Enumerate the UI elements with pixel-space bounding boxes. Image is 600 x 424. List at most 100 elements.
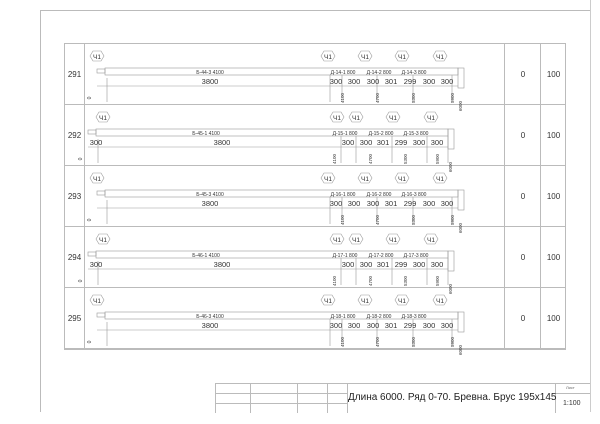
part-label: Д-16-3 800	[402, 192, 427, 198]
hex-marker-icon: Ч1	[320, 50, 336, 62]
dimension-lead: 300	[90, 138, 103, 147]
station-label: 4700	[375, 336, 380, 347]
station-zero: 0	[87, 340, 93, 343]
dimension-segment: 301	[377, 260, 390, 269]
hex-marker-icon: Ч1	[385, 111, 401, 123]
marker-label: Ч1	[361, 298, 369, 305]
part-label: Д-14-3 800	[402, 70, 427, 76]
dimension-main: 3800	[202, 321, 219, 330]
dimension-segment: 300	[413, 138, 426, 147]
row-number: 295	[65, 288, 85, 348]
sheet-label: Лист	[566, 385, 575, 390]
hex-marker-icon: Ч1	[432, 294, 448, 306]
station-label: 4100	[332, 153, 337, 164]
hex-marker-icon: Ч1	[357, 172, 373, 184]
station-label: 5300	[411, 336, 416, 347]
station-label: 5300	[411, 214, 416, 225]
marker-label: Ч1	[324, 298, 332, 305]
hex-marker-icon: Ч1	[394, 50, 410, 62]
part-label: Д-18-3 800	[402, 314, 427, 320]
beam-notch	[96, 68, 106, 74]
beam-notch	[96, 312, 106, 318]
station-label: 6000	[448, 283, 453, 294]
dimension-segment: 300	[423, 321, 436, 330]
marker-label: Ч1	[436, 176, 444, 183]
dimension-segment: 300	[423, 77, 436, 86]
hex-marker-icon: Ч1	[320, 172, 336, 184]
marker-label: Ч1	[398, 298, 406, 305]
beam-body	[95, 250, 449, 259]
part-label: Д-16-2 800	[367, 192, 392, 198]
row-value-1: 0	[504, 166, 541, 226]
dimension-main: 3800	[202, 77, 219, 86]
beam-label: Б-45-3 4100	[196, 192, 224, 198]
dimension-segment: 300	[423, 199, 436, 208]
dimension-segment: 300	[367, 77, 380, 86]
beam-end	[447, 128, 455, 150]
beam-label: Б-44-3 4100	[196, 70, 224, 76]
beam-notch	[87, 251, 97, 257]
drawing-scale: 1:100	[563, 400, 581, 407]
station-label: 5300	[403, 153, 408, 164]
marker-label: Ч1	[352, 237, 360, 244]
marker-label: Ч1	[361, 54, 369, 61]
station-label: 5900	[450, 336, 455, 347]
station-label: 5900	[450, 214, 455, 225]
row-value-1: 0	[504, 227, 541, 287]
part-label: Д-14-1 800	[331, 70, 356, 76]
station-label: 4700	[375, 214, 380, 225]
row-value-2: 100	[540, 105, 566, 165]
hex-marker-icon: Ч1	[89, 294, 105, 306]
marker-label: Ч1	[389, 237, 397, 244]
part-label: Д-18-2 800	[367, 314, 392, 320]
station-label: 4100	[340, 92, 345, 103]
row-value-1: 0	[504, 105, 541, 165]
dimension-segment: 300	[367, 199, 380, 208]
station-label: 5900	[435, 153, 440, 164]
hex-marker-icon: Ч1	[357, 294, 373, 306]
dimension-segment: 300	[348, 199, 361, 208]
marker-label: Ч1	[99, 237, 107, 244]
dimension-main: 3800	[202, 199, 219, 208]
dimension-segment: 300	[348, 77, 361, 86]
beam-notch	[96, 190, 106, 196]
part-label: Д-15-2 800	[369, 131, 394, 137]
hex-marker-icon: Ч1	[357, 50, 373, 62]
hex-marker-icon: Ч1	[348, 233, 364, 245]
row-number: 293	[65, 166, 85, 226]
row-value-2: 100	[540, 227, 566, 287]
dimension-segment: 300	[348, 321, 361, 330]
dimension-segment: 301	[377, 138, 390, 147]
hex-marker-icon: Ч1	[348, 111, 364, 123]
row-value-1: 0	[504, 288, 541, 348]
dimension-segment: 300	[330, 199, 343, 208]
hex-marker-icon: Ч1	[329, 111, 345, 123]
row-value-2: 100	[540, 44, 566, 104]
station-label: 5300	[403, 275, 408, 286]
part-label: Д-15-1 800	[333, 131, 358, 137]
dimension-segment: 300	[441, 77, 454, 86]
hex-marker-icon: Ч1	[385, 233, 401, 245]
dimension-segment: 300	[360, 138, 373, 147]
station-label: 5900	[435, 275, 440, 286]
dimension-segment: 300	[413, 260, 426, 269]
part-label: Д-17-2 800	[369, 253, 394, 259]
beam-label: Б-46-1 4100	[192, 253, 220, 259]
hex-marker-icon: Ч1	[432, 172, 448, 184]
station-label: 4700	[368, 153, 373, 164]
dimension-segment: 299	[404, 199, 417, 208]
dimension-segment: 301	[385, 321, 398, 330]
part-label: Д-18-1 800	[331, 314, 356, 320]
marker-label: Ч1	[333, 237, 341, 244]
marker-label: Ч1	[324, 54, 332, 61]
marker-label: Ч1	[93, 54, 101, 61]
beam-label: Б-46-3 4100	[196, 314, 224, 320]
station-label: 4700	[375, 92, 380, 103]
